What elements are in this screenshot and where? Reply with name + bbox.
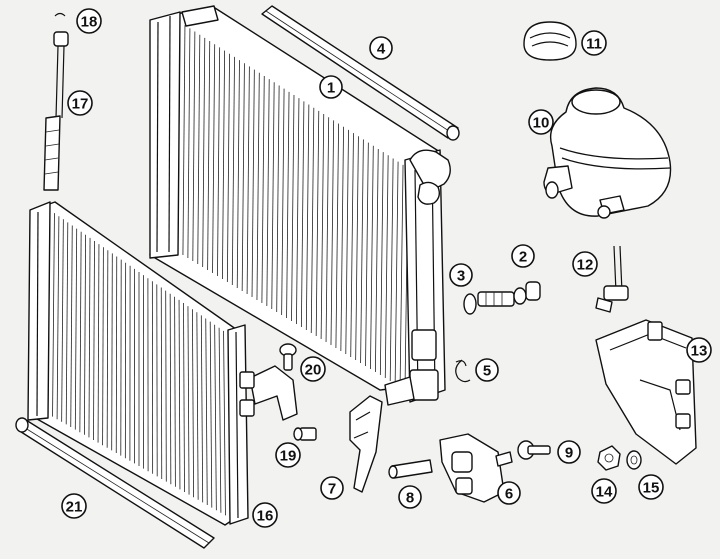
svg-text:4: 4 (377, 41, 386, 58)
expansion-tank-part (543, 87, 672, 219)
svg-text:7: 7 (328, 481, 336, 498)
callout-17: 17 (67, 90, 93, 116)
svg-text:20: 20 (305, 362, 322, 379)
svg-text:15: 15 (643, 480, 660, 497)
svg-text:2: 2 (519, 249, 527, 266)
radiator-part (149, 5, 451, 406)
callout-1: 1 (319, 75, 343, 99)
sensor-part (595, 245, 629, 313)
bolt-part (517, 440, 551, 460)
top-seal-strip-part (261, 5, 460, 141)
fitting-20-part (279, 343, 297, 371)
condenser-part (27, 201, 298, 526)
callout-18: 18 (76, 8, 102, 34)
svg-text:21: 21 (66, 499, 83, 516)
svg-text:18: 18 (81, 14, 98, 31)
svg-text:14: 14 (596, 484, 613, 501)
callout-9: 9 (557, 440, 581, 464)
tank-cap-part (523, 21, 577, 61)
washer-part (626, 450, 642, 470)
callout-19: 19 (275, 442, 301, 468)
callout-21: 21 (61, 493, 87, 519)
callout-3: 3 (449, 263, 473, 287)
callout-5: 5 (475, 358, 499, 382)
svg-text:1: 1 (327, 80, 335, 97)
svg-text:17: 17 (72, 96, 89, 113)
callout-11: 11 (581, 30, 607, 56)
callout-16: 16 (252, 502, 278, 528)
svg-text:3: 3 (457, 268, 465, 285)
callout-7: 7 (320, 476, 344, 500)
callout-6: 6 (497, 481, 521, 505)
lower-mount-part (349, 395, 383, 493)
svg-text:6: 6 (505, 486, 513, 503)
svg-text:16: 16 (257, 508, 274, 525)
callout-10: 10 (528, 109, 554, 135)
bottom-seal-strip-part (15, 417, 215, 549)
callout-2: 2 (511, 244, 535, 268)
svg-text:10: 10 (533, 115, 550, 132)
retaining-clip-part (455, 359, 471, 383)
mounting-bracket-part (595, 319, 697, 465)
callout-14: 14 (591, 478, 617, 504)
svg-text:9: 9 (565, 445, 573, 462)
svg-text:19: 19 (280, 448, 297, 465)
callout-15: 15 (638, 474, 664, 500)
callout-20: 20 (300, 356, 326, 382)
callout-12: 12 (572, 251, 598, 277)
nut-part (597, 445, 621, 471)
fitting-19-part (293, 427, 317, 441)
sleeve-part (388, 459, 433, 479)
svg-text:8: 8 (406, 490, 414, 507)
svg-text:5: 5 (483, 363, 491, 380)
svg-text:13: 13 (691, 343, 708, 360)
callout-13: 13 (686, 337, 712, 363)
svg-text:11: 11 (586, 36, 602, 53)
svg-text:12: 12 (577, 257, 594, 274)
callout-8: 8 (398, 485, 422, 509)
callout-4: 4 (369, 36, 393, 60)
lower-bracket-part (439, 433, 513, 503)
dryer-cartridge-part (43, 12, 69, 191)
drain-plug-part (463, 281, 541, 315)
